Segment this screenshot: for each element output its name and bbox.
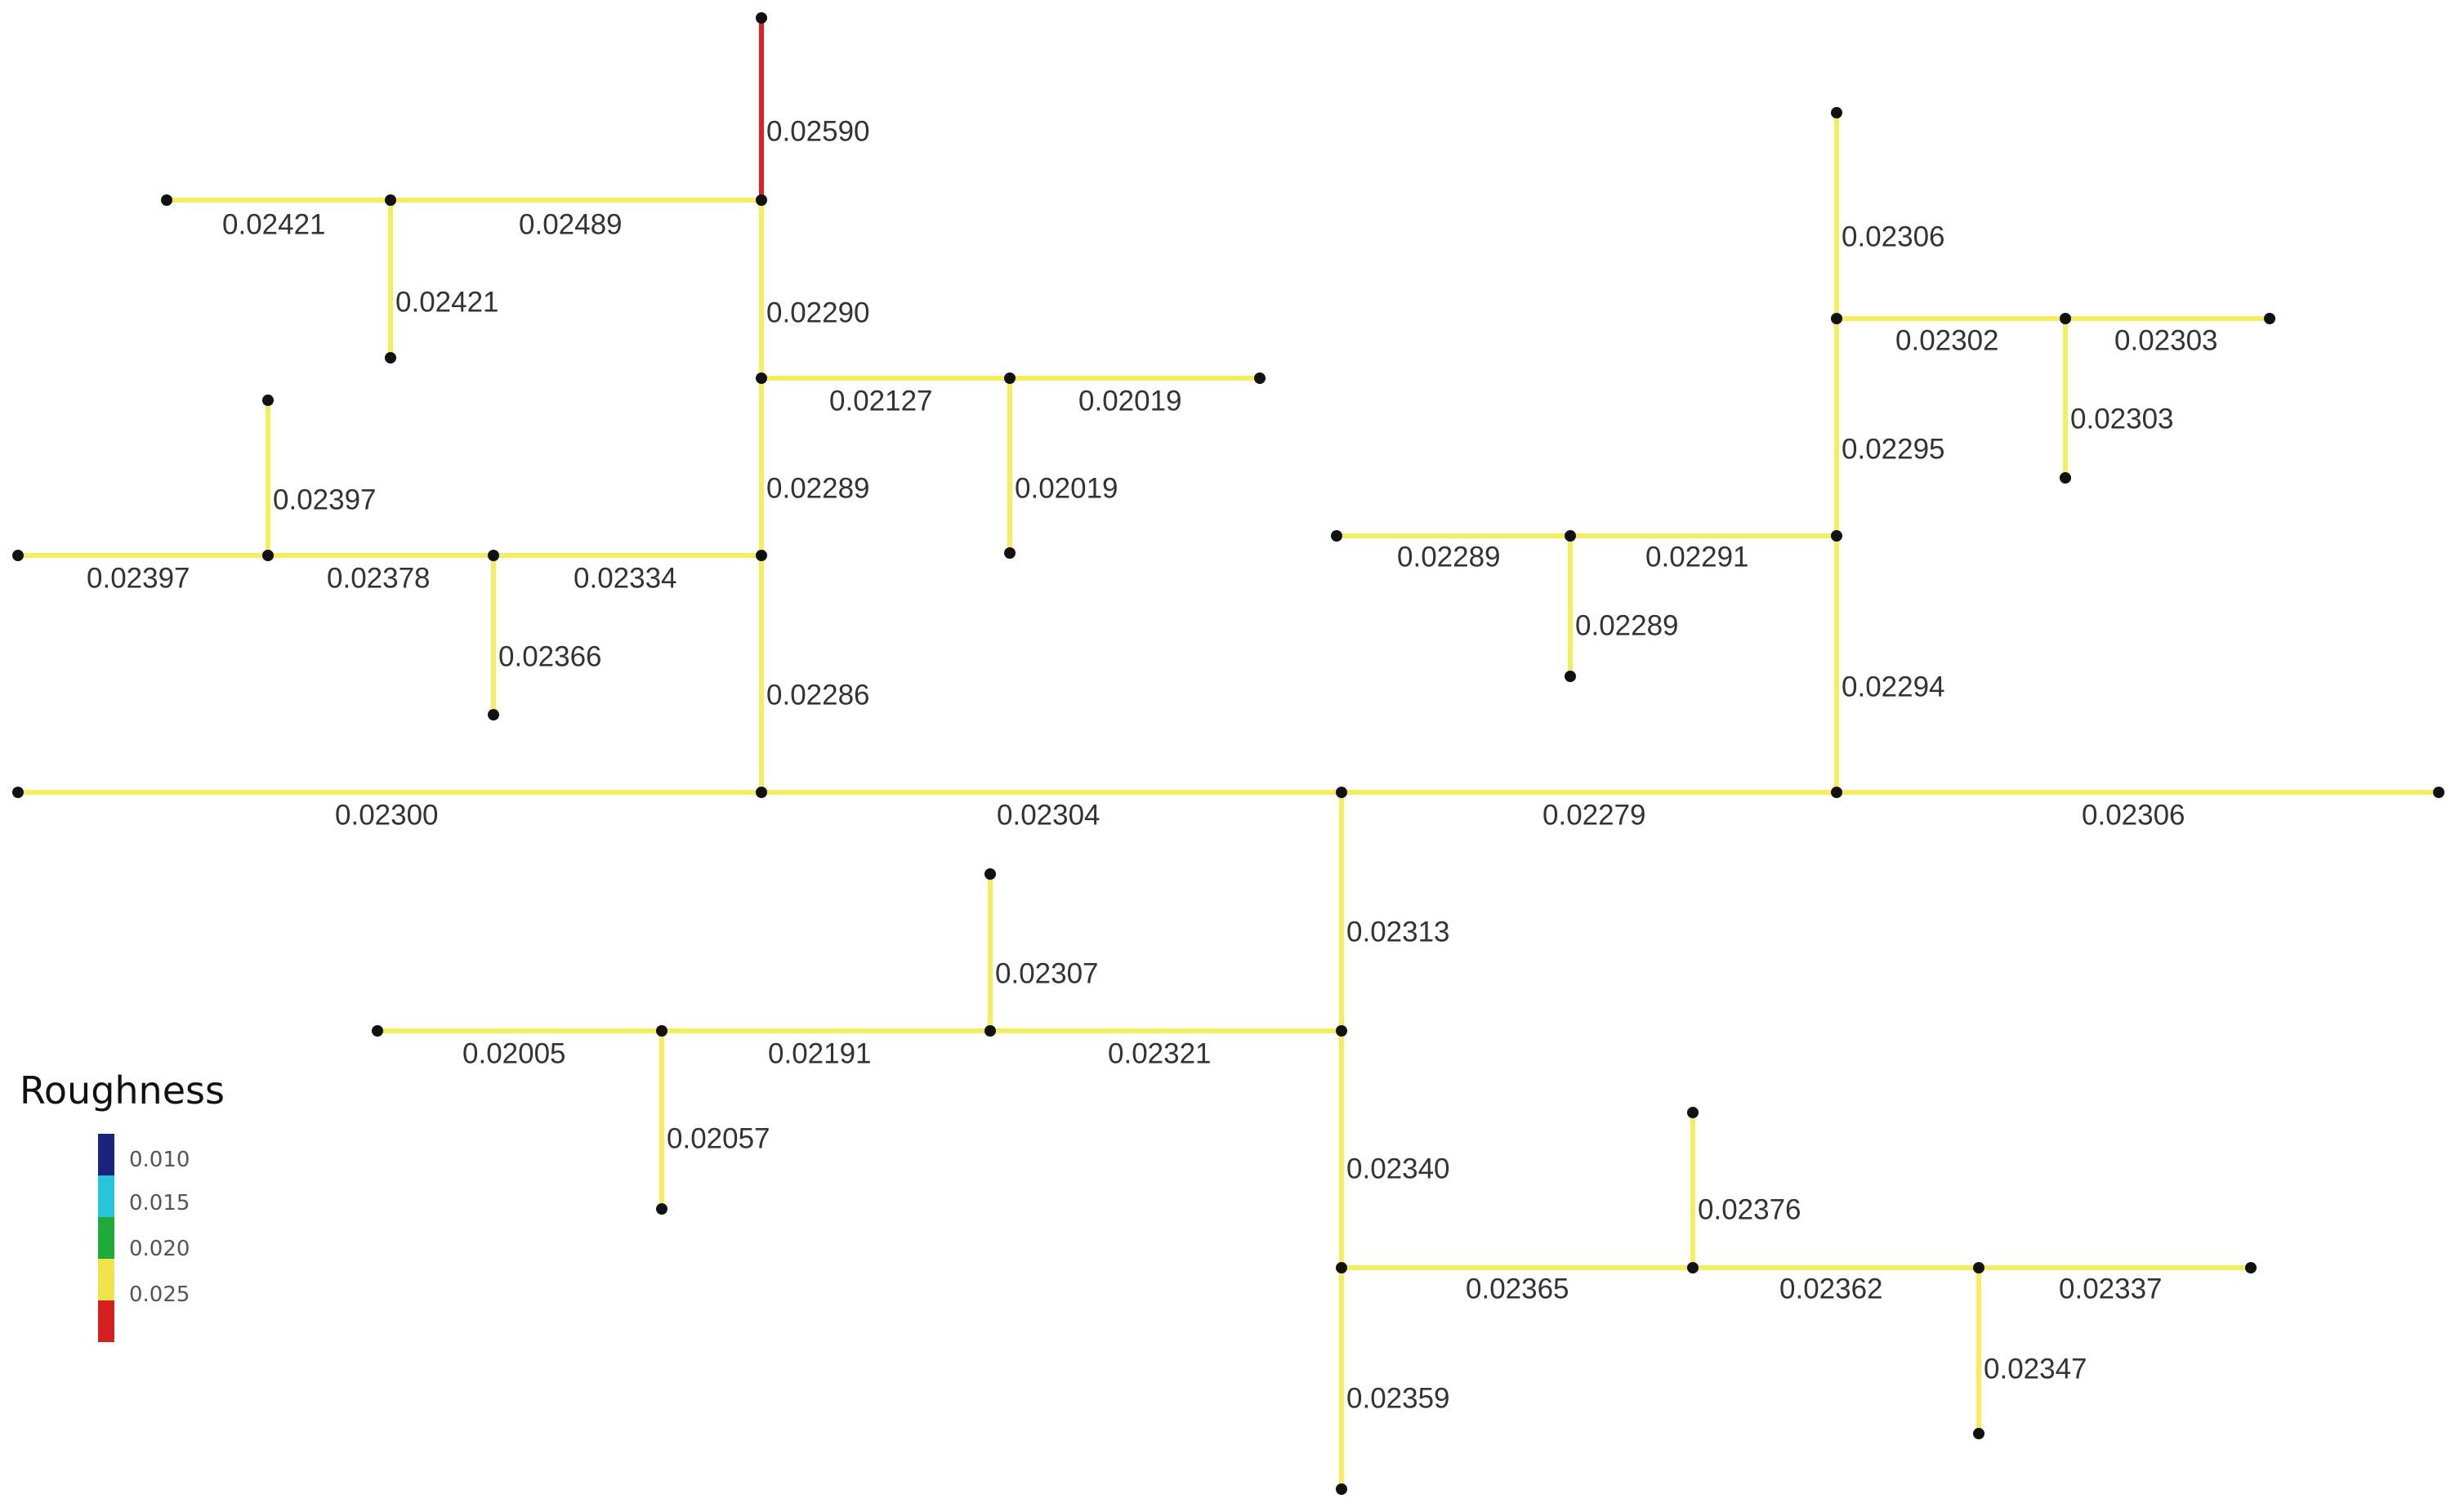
pipe-roughness-label: 0.02397 — [87, 562, 190, 594]
junction-node — [12, 550, 24, 561]
junction-node — [262, 550, 274, 561]
legend-tick-label: 0.025 — [129, 1282, 190, 1307]
junction-node — [2433, 787, 2444, 798]
junction-node — [1336, 1025, 1347, 1037]
junction-node — [756, 787, 767, 798]
junction-node — [1004, 547, 1016, 559]
pipe-roughness-label: 0.02334 — [574, 562, 677, 594]
legend-color-bar — [98, 1134, 114, 1342]
legend-color-segment — [98, 1300, 114, 1342]
junction-node — [2060, 313, 2071, 324]
pipe-roughness-label: 0.02295 — [1842, 433, 1945, 465]
junction-node — [1565, 530, 1576, 542]
junction-node — [161, 194, 172, 206]
junction-node — [1254, 372, 1266, 384]
junction-node — [1973, 1428, 1984, 1439]
pipe-roughness-label: 0.02340 — [1346, 1153, 1450, 1184]
pipe-roughness-label: 0.02303 — [2070, 403, 2174, 435]
pipe-roughness-label: 0.02304 — [997, 799, 1100, 831]
junction-node — [756, 550, 767, 561]
legend-color-segment — [98, 1217, 114, 1259]
pipe-roughness-label: 0.02321 — [1108, 1037, 1212, 1069]
pipe-roughness-label: 0.02303 — [2114, 324, 2218, 356]
pipe-roughness-label: 0.02397 — [273, 484, 377, 515]
junction-node — [1004, 372, 1016, 384]
junction-node — [1565, 671, 1576, 682]
junction-node — [488, 550, 499, 561]
junction-node — [656, 1025, 667, 1037]
junction-node — [12, 787, 24, 798]
pipe-roughness-label: 0.02366 — [498, 640, 602, 672]
legend-tick-label: 0.020 — [129, 1237, 190, 1261]
junction-node — [1687, 1262, 1699, 1273]
junction-node — [984, 868, 996, 880]
pipe-roughness-label: 0.02289 — [1575, 609, 1679, 641]
legend-tick-label: 0.010 — [129, 1148, 190, 1172]
pipe-roughness-label: 0.02302 — [1895, 324, 1999, 356]
pipe-roughness-label: 0.02421 — [222, 208, 326, 240]
junction-node — [1336, 1483, 1347, 1495]
pipe-roughness-label: 0.02489 — [519, 208, 623, 240]
junction-node — [2245, 1262, 2257, 1273]
junction-node — [385, 352, 396, 364]
junction-node — [2060, 472, 2071, 484]
legend-tick-label: 0.015 — [129, 1191, 190, 1215]
junction-node — [1331, 530, 1342, 542]
pipe-roughness-label: 0.02376 — [1698, 1193, 1801, 1225]
roughness-legend: Roughness 0.010 0.015 0.020 0.025 — [16, 1068, 261, 1346]
pipe-roughness-label: 0.02019 — [1015, 472, 1118, 504]
junction-node — [262, 395, 274, 406]
pipe-roughness-label: 0.02057 — [667, 1122, 770, 1154]
pipe-roughness-label: 0.02291 — [1645, 541, 1749, 573]
pipe-roughness-label: 0.02289 — [766, 472, 870, 504]
pipe-roughness-label: 0.02294 — [1842, 671, 1945, 702]
junction-node — [756, 12, 767, 24]
pipe-roughness-label: 0.02365 — [1466, 1273, 1569, 1305]
junction-node — [1336, 787, 1347, 798]
pipe-roughness-label: 0.02300 — [335, 799, 439, 831]
pipe-roughness-label: 0.02590 — [766, 115, 870, 147]
legend-color-segment — [98, 1134, 114, 1175]
junction-node — [1336, 1262, 1347, 1273]
pipe-roughness-label: 0.02191 — [768, 1037, 872, 1069]
junction-node — [984, 1025, 996, 1037]
junction-node — [756, 194, 767, 206]
junction-node — [1831, 313, 1842, 324]
pipe-roughness-label: 0.02359 — [1346, 1382, 1450, 1414]
pipe-roughness-label: 0.02286 — [766, 679, 870, 711]
pipe-roughness-label: 0.02290 — [766, 297, 870, 328]
pipe-roughness-label: 0.02347 — [1984, 1353, 2087, 1385]
pipe-roughness-label: 0.02421 — [395, 286, 499, 318]
pipe-roughness-label: 0.02306 — [1842, 221, 1945, 252]
legend-title: Roughness — [20, 1068, 225, 1113]
legend-color-segment — [98, 1259, 114, 1300]
pipe-roughness-label: 0.02289 — [1397, 541, 1501, 573]
pipe-roughness-label: 0.02306 — [2082, 799, 2185, 831]
junction-node — [385, 194, 396, 206]
pipe-roughness-label: 0.02378 — [327, 562, 431, 594]
junction-node — [756, 372, 767, 384]
junction-node — [372, 1025, 383, 1037]
junction-node — [1831, 787, 1842, 798]
junction-node — [656, 1203, 667, 1215]
pipe-roughness-label: 0.02005 — [462, 1037, 566, 1069]
junction-node — [488, 709, 499, 720]
legend-color-segment — [98, 1175, 114, 1217]
junction-node — [2264, 313, 2275, 324]
pipe-roughness-label: 0.02307 — [995, 957, 1099, 989]
pipe-roughness-label: 0.02127 — [829, 385, 933, 417]
pipe-roughness-label: 0.02279 — [1542, 799, 1646, 831]
junction-node — [1831, 107, 1842, 118]
junction-node — [1831, 530, 1842, 542]
pipe-roughness-label: 0.02337 — [2059, 1273, 2163, 1305]
junction-node — [1973, 1262, 1984, 1273]
pipe-roughness-label: 0.02019 — [1078, 385, 1182, 417]
pipe-roughness-label: 0.02313 — [1346, 916, 1450, 948]
pipe-roughness-label: 0.02362 — [1779, 1273, 1883, 1305]
junction-node — [1687, 1107, 1699, 1118]
